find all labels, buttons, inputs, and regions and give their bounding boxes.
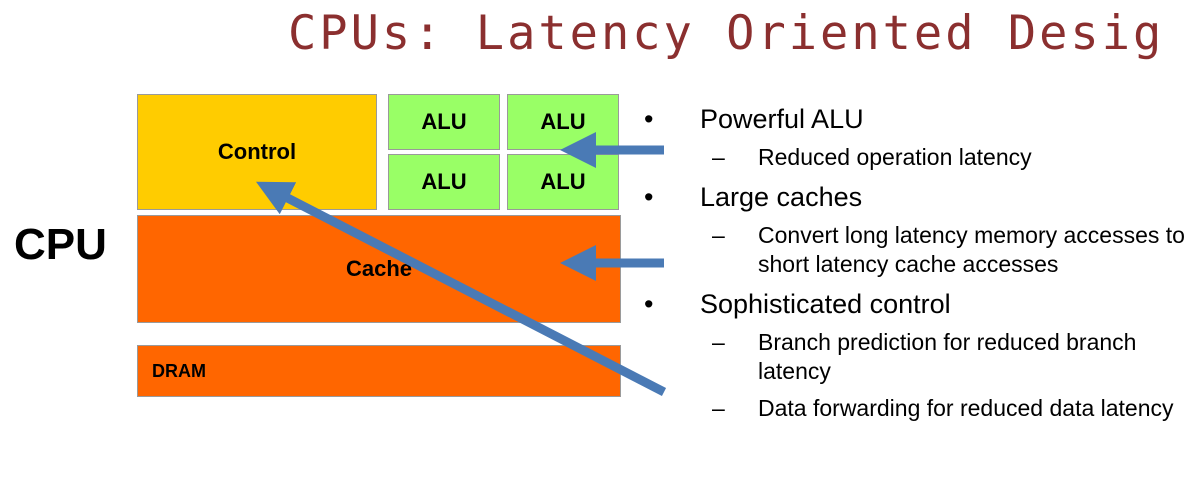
- dash-marker: –: [712, 395, 725, 421]
- sub-bullet-text: Convert long latency memory accesses to …: [758, 222, 1185, 277]
- bullet-item: • Large caches: [640, 180, 1188, 214]
- control-pointer-arrow: [255, 181, 667, 397]
- sub-bullet-text: Branch prediction for reduced branch lat…: [758, 329, 1137, 384]
- sub-bullet-item: – Convert long latency memory accesses t…: [640, 221, 1188, 279]
- bullet-list: • Powerful ALU – Reduced operation laten…: [640, 102, 1188, 431]
- bullet-marker: •: [644, 104, 654, 134]
- slide-title: CPUs: Latency Oriented Desig: [288, 6, 1165, 61]
- cpu-label: CPU: [14, 220, 107, 269]
- dash-marker: –: [712, 222, 725, 248]
- alu-block: ALU: [388, 94, 500, 150]
- bullet-text: Sophisticated control: [700, 289, 951, 319]
- alu-block: ALU: [388, 154, 500, 210]
- alu-label: ALU: [421, 109, 467, 134]
- bullet-item: • Powerful ALU: [640, 102, 1188, 136]
- bullet-marker: •: [644, 289, 654, 319]
- sub-bullet-text: Data forwarding for reduced data latency: [758, 395, 1174, 421]
- alu-label: ALU: [540, 169, 586, 194]
- sub-bullet-item: – Data forwarding for reduced data laten…: [640, 394, 1188, 423]
- bullet-marker: •: [644, 182, 654, 212]
- alu-label: ALU: [540, 109, 586, 134]
- dram-block: DRAM: [137, 345, 621, 397]
- bullet-text: Powerful ALU: [700, 104, 864, 134]
- sub-bullet-item: – Branch prediction for reduced branch l…: [640, 328, 1188, 386]
- bullet-item: • Sophisticated control: [640, 287, 1188, 321]
- bullet-text: Large caches: [700, 182, 863, 212]
- dram-label: DRAM: [152, 360, 206, 381]
- cache-block: Cache: [137, 215, 621, 323]
- dash-marker: –: [712, 329, 725, 355]
- sub-bullet-item: – Reduced operation latency: [640, 143, 1188, 172]
- control-label: Control: [217, 139, 297, 164]
- alu-label: ALU: [421, 169, 467, 194]
- dash-marker: –: [712, 144, 725, 170]
- sub-bullet-text: Reduced operation latency: [758, 144, 1032, 170]
